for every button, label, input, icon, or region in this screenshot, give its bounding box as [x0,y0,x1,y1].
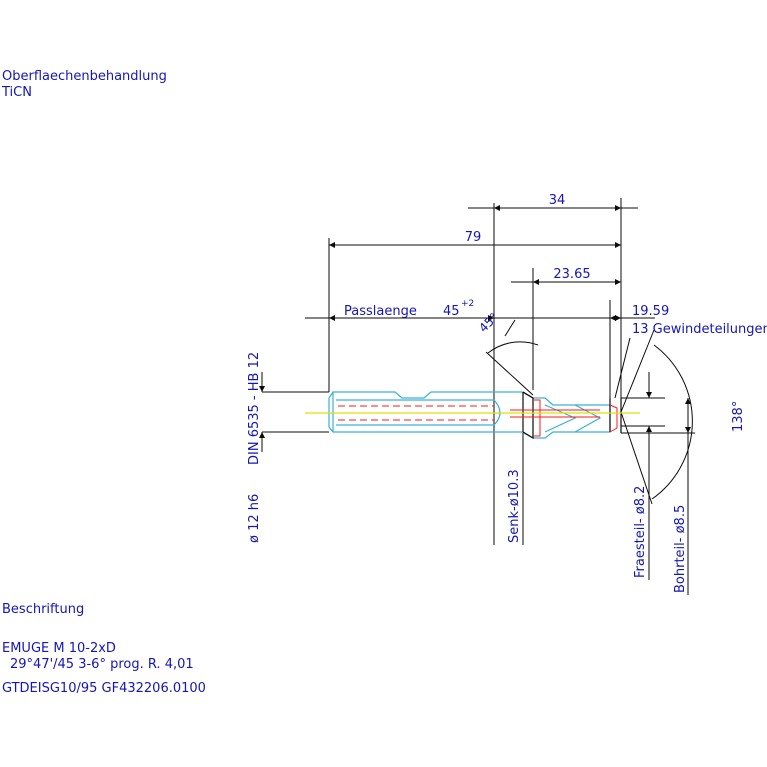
tool-body-outline [332,391,611,439]
surface-treatment-value: TiCN [1,85,32,100]
shank-standard-text: DIN 6535 - HB 12 [247,352,262,465]
coolant-bore [338,399,618,437]
dim-19-59-text: 19.59 [632,304,669,319]
surface-treatment-heading: Oberflaechenbehandlung [2,69,167,84]
dim-34-text: 34 [549,193,566,208]
labeling-line-3: GTDEISG10/95 GF432206.0100 [2,681,206,696]
labeling-note: Beschriftung EMUGE M 10-2xD 29°47'/45 3-… [2,602,206,696]
dim-79-text: 79 [465,230,482,245]
dimension-labels: 34 79 23.65 Passlaenge 45 +2 19.59 13 Ge… [247,193,767,593]
dimension-geometry [259,198,695,595]
angle-arc-45 [487,341,539,354]
countersink-text: Senk-ø10.3 [507,469,522,543]
labeling-line-2: 29°47'/45 3-6° prog. R. 4,01 [10,657,194,672]
labeling-heading: Beschriftung [2,602,84,617]
milling-part-text: Fraesteil- ø8.2 [633,486,648,578]
labeling-line-1: EMUGE M 10-2xD [2,641,116,656]
angle-arc-138 [651,344,693,500]
drilling-part-text: Bohrteil- ø8.5 [673,505,688,593]
shank-diameter-text: ø 12 h6 [247,494,262,543]
dim-23-65-text: 23.65 [553,267,590,282]
fit-length-tolerance: +2 [461,299,474,309]
tool-outline [328,391,611,439]
fit-length-value: 45 [443,304,460,319]
angle-138-text: 138° [731,401,746,432]
angle-45-text: 45° [476,310,501,335]
thread-divisions-text: 13 Gewindeteilungen [632,322,767,337]
surface-treatment-note: Oberflaechenbehandlung TiCN [1,69,167,100]
fit-length-label: Passlaenge [344,304,417,319]
countersink-outline [522,391,622,440]
